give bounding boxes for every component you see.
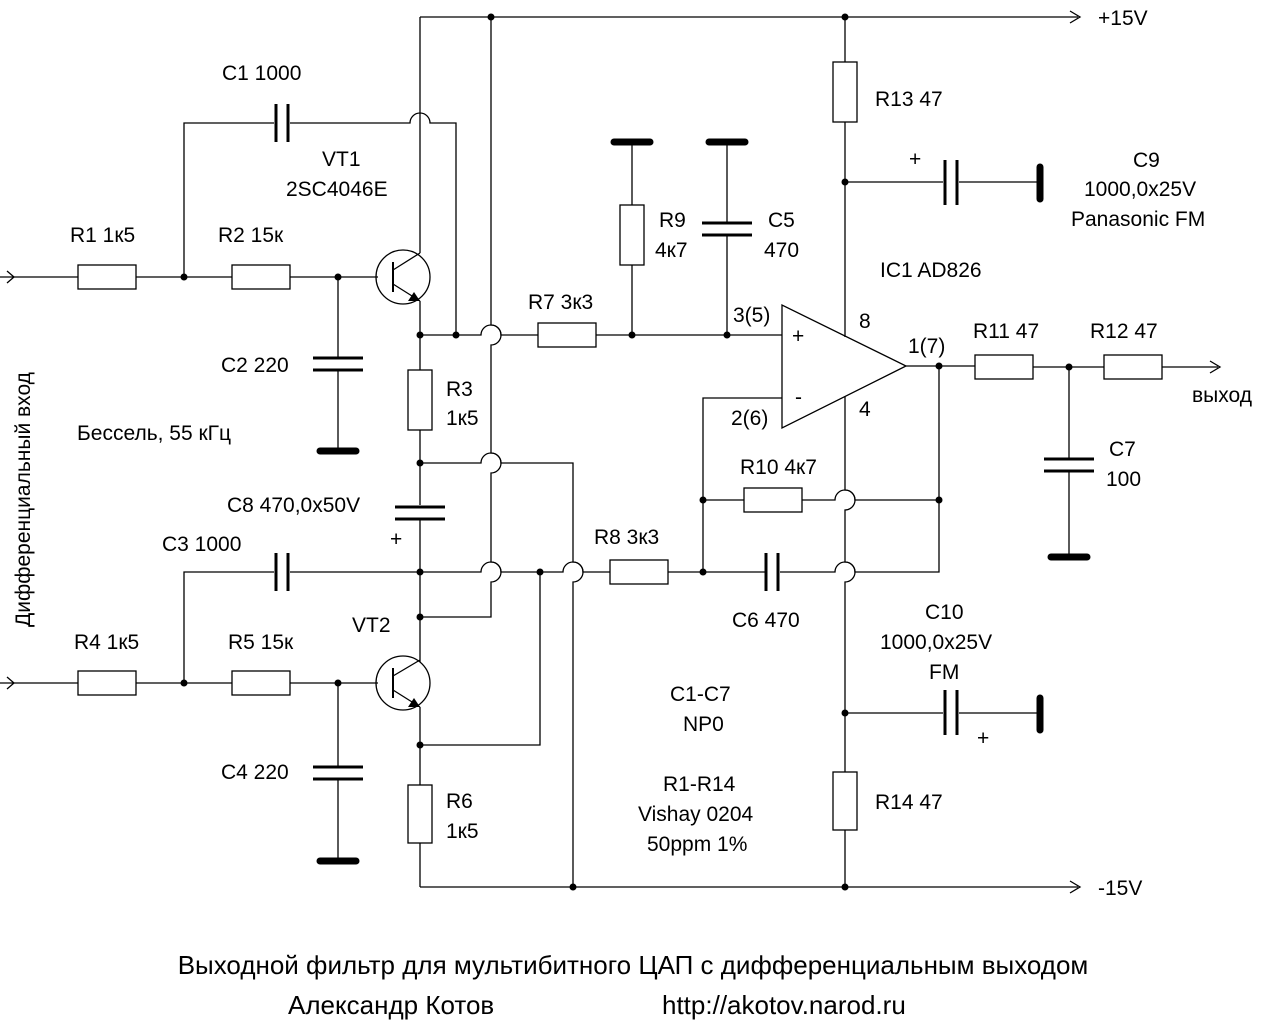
- label-r6-value: 1к5: [446, 820, 479, 843]
- label-c10-value: 1000,0x25V: [880, 631, 992, 654]
- label-r3-name: R3: [446, 378, 473, 401]
- label-r4: R4 1к5: [74, 631, 139, 654]
- resistor-r6: [407, 784, 433, 844]
- label-r9-value: 4к7: [655, 239, 688, 262]
- label-c9-plus: +: [909, 148, 921, 171]
- resistor-r9: [619, 204, 645, 266]
- capacitor-c7: [1044, 457, 1094, 473]
- label-vt1-name: VT1: [322, 148, 361, 171]
- label-vt2-name: VT2: [352, 614, 391, 637]
- capacitor-c2: [313, 356, 363, 372]
- junction-dots: [180, 13, 1073, 891]
- label-r6-name: R6: [446, 790, 473, 813]
- opamp-ic1: [781, 303, 908, 430]
- label-pin-out: 1(7): [908, 335, 945, 358]
- resistor-r10: [743, 487, 803, 513]
- label-c5-name: C5: [768, 209, 795, 232]
- label-r7: R7 3к3: [528, 291, 593, 314]
- label-note-caps-range: C1-C7: [670, 683, 731, 706]
- label-c3: C3 1000: [162, 533, 241, 556]
- resistor-r2: [231, 264, 291, 290]
- label-note-caps-type: NP0: [683, 713, 724, 736]
- label-r14: R14 47: [875, 791, 943, 814]
- label-c10-type: FM: [929, 661, 959, 684]
- resistor-r13: [832, 61, 858, 123]
- label-output: выход: [1192, 384, 1252, 407]
- capacitor-c5: [702, 221, 752, 237]
- label-c8-plus: +: [390, 528, 402, 551]
- resistor-r7: [537, 322, 597, 348]
- label-supply-pos: +15V: [1098, 7, 1148, 30]
- label-c9-value: 1000,0x25V: [1084, 178, 1196, 201]
- label-opamp-minus: -: [795, 386, 802, 409]
- label-r5: R5 15к: [228, 631, 294, 654]
- capacitor-c1: [274, 104, 290, 142]
- resistor-r5: [231, 670, 291, 696]
- label-r12: R12 47: [1090, 320, 1158, 343]
- label-c5-value: 470: [764, 239, 799, 262]
- resistor-r12: [1103, 354, 1163, 380]
- caption-author: Александр Котов: [288, 990, 494, 1020]
- label-r3-value: 1к5: [446, 407, 479, 430]
- caption-url: http://akotov.narod.ru: [662, 990, 906, 1020]
- output-arrow: [1162, 360, 1222, 374]
- capacitor-c4: [313, 765, 363, 781]
- rail-positive: [420, 10, 1082, 24]
- input-lower-arrow: [0, 676, 78, 690]
- label-note-res-spec: 50ppm 1%: [647, 833, 747, 856]
- label-note-res-range: R1-R14: [663, 773, 736, 796]
- label-c1: C1 1000: [222, 62, 301, 85]
- capacitor-c10: [943, 690, 959, 735]
- label-pin-noninv: 3(5): [733, 304, 770, 327]
- label-filter-note: Бессель, 55 кГц: [77, 422, 231, 445]
- transistor-vt1: [375, 249, 431, 305]
- label-r10: R10 4к7: [740, 456, 817, 479]
- label-pin-vneg: 4: [859, 398, 871, 421]
- resistor-r8: [609, 559, 669, 585]
- label-r9-name: R9: [659, 209, 686, 232]
- transistor-vt2: [375, 655, 431, 711]
- label-r13: R13 47: [875, 88, 943, 111]
- label-opamp-plus: +: [792, 325, 804, 348]
- label-c9-name: C9: [1133, 149, 1160, 172]
- caption-title: Выходной фильтр для мультибитного ЦАП с …: [178, 950, 1089, 980]
- label-r8: R8 3к3: [594, 526, 659, 549]
- label-pin-inv: 2(6): [731, 407, 768, 430]
- label-input: Дифференциальный вход: [12, 372, 35, 627]
- resistor-r14: [832, 771, 858, 831]
- capacitor-c9: [943, 160, 959, 205]
- label-r2: R2 15к: [218, 224, 284, 247]
- label-vt1-type: 2SC4046E: [286, 178, 388, 201]
- label-c6: C6 470: [732, 609, 800, 632]
- resistor-r3: [407, 369, 433, 431]
- input-upper-arrow: [0, 270, 78, 284]
- label-r11: R11 47: [973, 320, 1039, 343]
- label-ic1: IC1 AD826: [880, 259, 982, 282]
- resistor-r11: [974, 354, 1034, 380]
- label-supply-neg: -15V: [1098, 877, 1142, 900]
- label-c7-value: 100: [1106, 468, 1141, 491]
- label-c10-name: C10: [925, 601, 964, 624]
- resistor-r1: [77, 264, 137, 290]
- label-c4: C4 220: [221, 761, 289, 784]
- label-c7-name: C7: [1109, 438, 1136, 461]
- capacitor-c3: [274, 553, 290, 591]
- resistor-r4: [77, 670, 137, 696]
- label-note-res-type: Vishay 0204: [638, 803, 754, 826]
- label-c9-type: Panasonic FM: [1071, 208, 1205, 231]
- label-c10-plus: +: [977, 727, 989, 750]
- label-c2: C2 220: [221, 354, 289, 377]
- label-pin-vpos: 8: [859, 310, 871, 333]
- label-c8: C8 470,0x50V: [227, 494, 360, 517]
- capacitor-c8: [395, 505, 445, 521]
- rail-negative: [420, 880, 1082, 894]
- capacitor-c6: [764, 553, 780, 591]
- label-r1: R1 1к5: [70, 224, 135, 247]
